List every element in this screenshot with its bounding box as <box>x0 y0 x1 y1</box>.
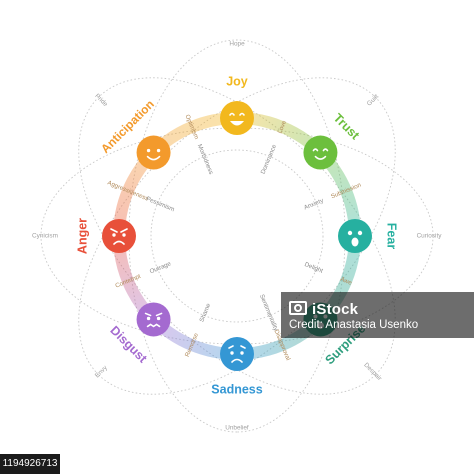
inner-label: Delight <box>303 261 324 275</box>
emotion-label: Joy <box>226 74 248 88</box>
face-feature <box>113 240 125 245</box>
face-eye <box>146 148 151 153</box>
face-mouth <box>230 121 244 126</box>
orbit-ellipse <box>128 39 346 433</box>
inner-label: Shame <box>198 302 212 323</box>
inner-label: Dominance <box>260 143 279 175</box>
face-eye <box>122 233 126 237</box>
outer-label: Cynicism <box>32 233 58 240</box>
face-eye <box>357 230 363 236</box>
camera-icon <box>289 301 307 315</box>
inner-orbit <box>150 149 324 323</box>
stock-watermark-bar: iStock Credit: Anastasia Usenko <box>281 292 474 338</box>
outer-label: Unbelief <box>225 425 249 432</box>
inner-label: Anxiety <box>303 197 325 212</box>
emotion-face-sadness <box>220 337 254 371</box>
face-circle <box>136 302 171 337</box>
face-feature <box>144 312 163 317</box>
stock-credit: Credit: Anastasia Usenko <box>289 319 419 331</box>
face-eye <box>146 316 151 321</box>
inner-label: Morbidness <box>196 143 215 175</box>
emotion-label: Sadness <box>211 382 262 396</box>
face-eye <box>230 351 234 355</box>
face-circle <box>338 219 372 253</box>
emotion-label: Trust <box>331 111 363 143</box>
face-feature <box>312 148 329 152</box>
face-feature <box>228 345 246 349</box>
face-mouth <box>351 237 359 247</box>
emotion-face-joy <box>220 101 254 135</box>
face-eye <box>156 148 161 153</box>
face-circle <box>102 219 136 253</box>
face-circle <box>303 135 338 170</box>
face-feature <box>231 358 243 363</box>
face-eye <box>240 351 244 355</box>
face-feature <box>314 155 327 160</box>
outer-label: Envy <box>94 364 110 380</box>
face-feature <box>110 228 128 233</box>
emotion-face-trust <box>303 135 338 170</box>
inner-label: Outrage <box>149 260 173 275</box>
face-feature <box>146 323 161 328</box>
face-circle <box>220 101 254 135</box>
ring-label: Awe <box>339 276 353 287</box>
emotion-face-anticipation <box>136 135 171 170</box>
outer-label: Despair <box>362 362 383 383</box>
face-eye <box>156 316 161 321</box>
stock-image-id: 1194926713 <box>0 454 60 474</box>
emotion-labels: JoyTrustFearSurpriseSadnessDisgustAngerA… <box>32 41 442 432</box>
face-eye <box>347 230 353 236</box>
face-feature <box>146 155 161 161</box>
emotion-label: Fear <box>385 223 399 250</box>
stock-brand: iStock <box>312 301 359 318</box>
stock-logo: iStock <box>289 301 358 318</box>
face-feature <box>229 112 245 116</box>
face-circle <box>220 337 254 371</box>
outer-label: Hope <box>229 41 245 48</box>
inner-label: Sentimentality <box>258 293 280 332</box>
outer-label: Curiosity <box>417 233 443 240</box>
face-circle <box>136 135 171 170</box>
emotion-label: Anger <box>75 218 89 254</box>
emotion-face-disgust <box>136 302 171 337</box>
emotion-face-fear <box>338 219 372 253</box>
face-eye <box>112 233 116 237</box>
ring-label: Love <box>276 119 288 135</box>
emotion-face-anger <box>102 219 136 253</box>
